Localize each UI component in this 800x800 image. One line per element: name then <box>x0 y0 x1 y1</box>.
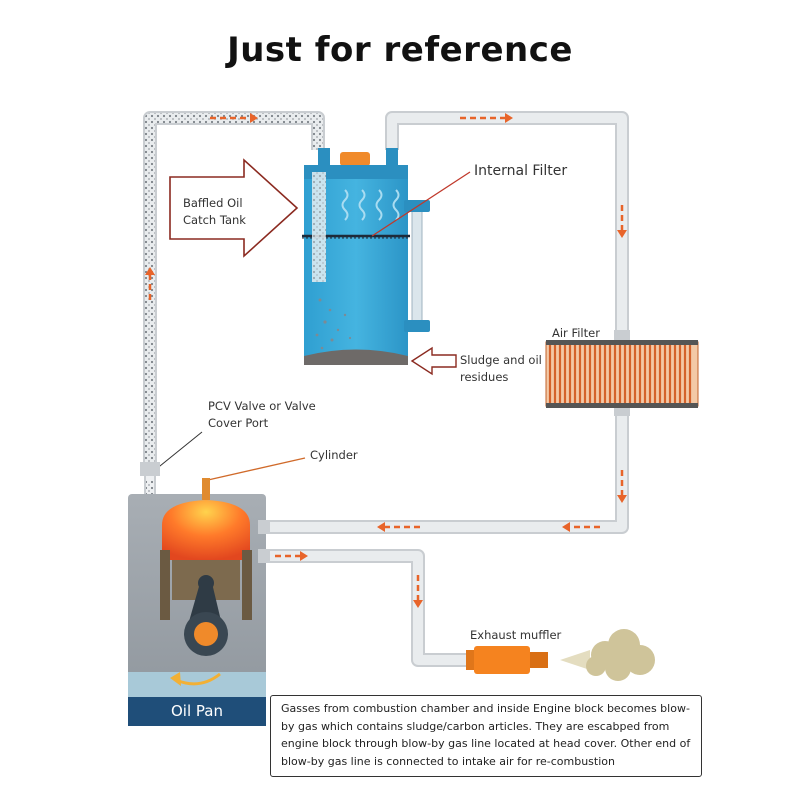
sludge-label: Sludge and oil residues <box>460 352 542 386</box>
pcv-label-line1: PCV Valve or Valve <box>208 399 316 413</box>
cylinder-leader <box>207 457 306 481</box>
pcv-label: PCV Valve or Valve Cover Port <box>208 398 316 432</box>
oil-pan-label: Oil Pan <box>171 702 223 720</box>
page-title: Just for reference <box>227 30 573 70</box>
oil-pan-band <box>128 697 266 726</box>
sludge-layer <box>304 349 408 365</box>
baffled-tank-label: Baffled Oil Catch Tank <box>183 195 246 229</box>
exhaust-line <box>262 549 470 667</box>
pcv-label-line2: Cover Port <box>208 416 269 430</box>
internal-filter-label: Internal Filter <box>474 163 568 179</box>
description-box: Gasses from combustion chamber and insid… <box>270 695 702 777</box>
baffled-pointer-arrow <box>169 158 299 258</box>
sludge-label-line2: residues <box>460 370 509 384</box>
combustion-flame <box>162 500 250 560</box>
baffled-label-line1: Baffled Oil <box>183 196 243 210</box>
oil-catch-tank <box>302 148 430 365</box>
spark-plug <box>202 478 210 500</box>
pcv-leader <box>154 431 203 471</box>
air-filter-label: Air Filter <box>552 326 600 340</box>
cylinder-label: Cylinder <box>310 448 358 462</box>
internal-filter-leader <box>371 171 471 237</box>
air-filter <box>545 330 699 416</box>
sludge-label-line1: Sludge and oil <box>460 353 542 367</box>
sludge-pointer-arrow <box>410 346 457 376</box>
exhaust-muffler <box>466 646 548 674</box>
tank-to-air-filter-line <box>385 111 629 330</box>
exhaust-cloud <box>560 629 655 681</box>
baffled-label-line2: Catch Tank <box>183 213 246 227</box>
engine-block <box>128 478 270 726</box>
exhaust-muffler-label: Exhaust muffler <box>470 628 562 642</box>
tank-cap <box>340 152 370 166</box>
pcv-valve <box>140 462 160 476</box>
intake-line <box>262 415 629 534</box>
